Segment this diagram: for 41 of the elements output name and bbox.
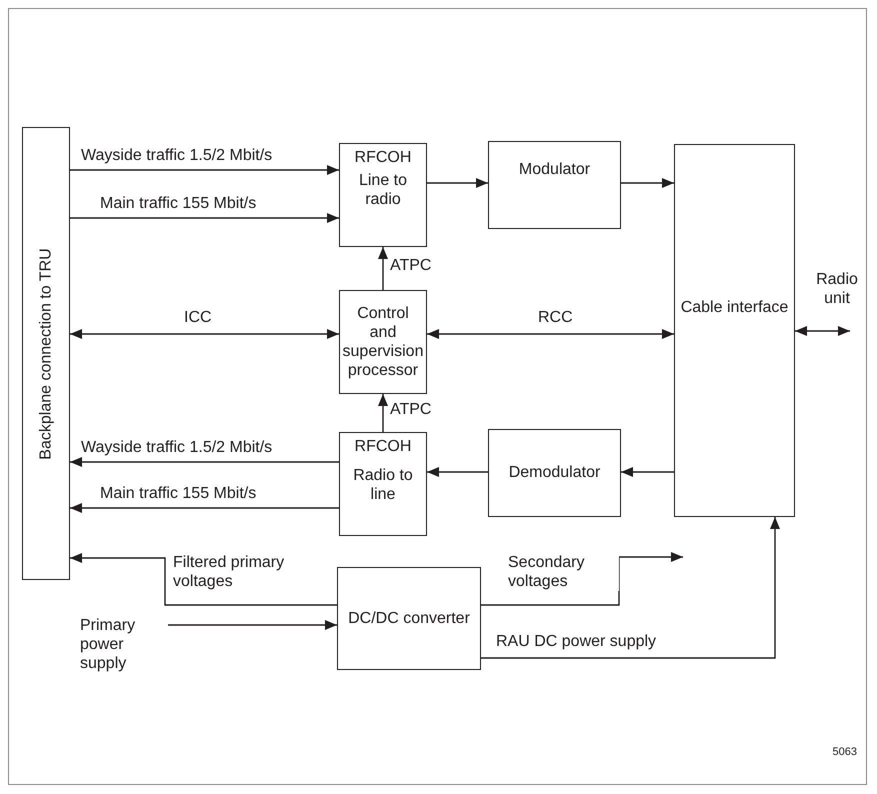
arrow [427,178,488,188]
process-box [339,290,427,394]
node-text: Control and supervision processor [342,304,424,380]
process-box [337,567,481,670]
arrow [70,213,339,223]
backplane-bar [22,127,70,580]
node-text: RFCOH [354,437,412,456]
process-box [488,429,621,517]
edge-label: Wayside traffic 1.5/2 Mbit/s [80,438,274,458]
arrow [621,178,674,188]
edge-label: Wayside traffic 1.5/2 Mbit/s [80,146,274,166]
node-text: Backplane connection to TRU [36,248,56,460]
arrow [481,552,683,606]
arrow [70,165,339,175]
node-text: Radio to line [352,466,414,505]
arrow [378,247,388,290]
arrow [70,553,337,606]
process-box [339,143,427,247]
edge-label: Secondary voltages [507,553,619,592]
process-box [488,141,621,229]
arrow [70,457,339,467]
arrow [481,517,780,659]
arrow [70,503,339,513]
arrow [621,467,674,477]
node-text: Line to radio [358,171,408,210]
node-text: Modulator [518,160,590,180]
node-text: Demodulator [508,463,600,483]
arrow [427,467,488,477]
input-label: Primary power supply [78,612,168,680]
arrow [70,329,339,339]
node-text: RFCOH [354,148,412,168]
arrow [168,620,337,630]
edge-label: RAU DC power supply [495,632,658,652]
process-box [674,144,795,517]
process-box [339,432,427,536]
node-text: DC/DC converter [348,608,470,628]
node-text: Cable interface [680,298,788,318]
arrow [795,326,850,336]
arrow [427,329,674,339]
arrow [378,394,388,432]
figure-number: 5063 [832,746,857,758]
